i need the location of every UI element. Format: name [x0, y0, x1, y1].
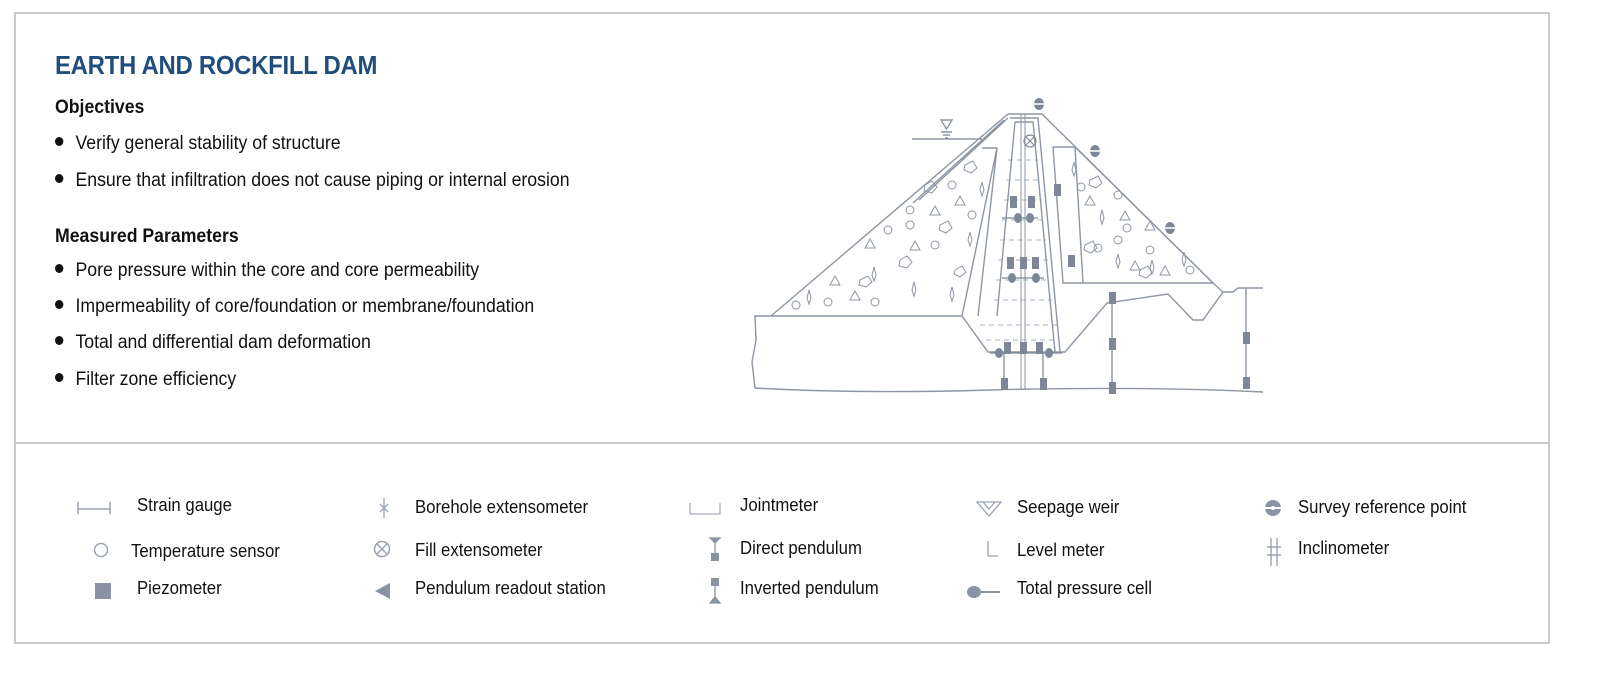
total-pressure-cell-icon [967, 586, 1000, 598]
inclinometer-icon [1267, 538, 1281, 566]
survey-reference-points [1034, 98, 1175, 234]
piezometer-icon [95, 583, 111, 599]
objective-text: Verify general stability of structure [75, 133, 341, 154]
bullet-icon [55, 336, 64, 346]
parameter-text: Pore pressure within the core and core p… [75, 260, 480, 281]
pendulum-readout-station-icon [375, 583, 390, 599]
objective-item: Verify general stability of structure [55, 133, 341, 155]
level-meter-icon [987, 541, 998, 557]
parameter-text: Total and differential dam deformation [75, 332, 371, 353]
parameter-text: Impermeability of core/foundation or mem… [75, 296, 535, 317]
parameters-heading: Measured Parameters [55, 226, 239, 247]
legend-label: Strain gauge [137, 495, 232, 515]
bullet-icon [55, 300, 64, 310]
objective-text: Ensure that infiltration does not cause … [75, 170, 570, 191]
legend-label: Total pressure cell [1017, 578, 1152, 598]
direct-pendulum-icon [708, 537, 722, 561]
strain-gauge-icon [77, 502, 111, 514]
core [996, 117, 1061, 353]
legend-label: Inclinometer [1298, 538, 1390, 558]
legend-label: Temperature sensor [131, 541, 280, 561]
parameter-item: Impermeability of core/foundation or mem… [55, 296, 534, 318]
parameter-item: Pore pressure within the core and core p… [55, 260, 479, 282]
outer-frame [14, 12, 1550, 644]
water-level-icon [939, 119, 954, 139]
seepage-weir-icon [975, 501, 1003, 517]
foundation-cut [771, 287, 1263, 353]
legend-label: Pendulum readout station [415, 578, 606, 598]
legend-label: Seepage weir [1017, 497, 1120, 517]
foundation-outline [751, 315, 1264, 393]
legend-label: Level meter [1017, 540, 1105, 560]
legend-label: Borehole extensometer [415, 497, 589, 517]
section-divider [14, 442, 1550, 444]
bullet-icon [55, 264, 64, 274]
dam-cross-section-diagram [751, 98, 1264, 394]
parameter-item: Filter zone efficiency [55, 369, 236, 391]
bullet-icon [55, 137, 64, 147]
objectives-heading: Objectives [55, 97, 145, 118]
parameter-text: Filter zone efficiency [75, 369, 237, 390]
objective-item: Ensure that infiltration does not cause … [55, 170, 570, 192]
legend-label: Inverted pendulum [740, 578, 879, 598]
legend-label: Jointmeter [740, 495, 819, 515]
parameter-item: Total and differential dam deformation [55, 332, 371, 354]
legend-label: Fill extensometer [415, 540, 543, 560]
jointmeter-icon [689, 503, 721, 515]
inverted-pendulum-icon [708, 578, 722, 604]
legend-label: Piezometer [137, 578, 222, 598]
temperature-sensor-icon [93, 542, 109, 558]
page-title: EARTH AND ROCKFILL DAM [55, 50, 378, 80]
dam-outline [770, 113, 1224, 317]
bullet-icon [55, 373, 64, 383]
legend-label: Survey reference point [1298, 497, 1467, 517]
bullet-icon [55, 174, 64, 184]
borehole-extensometer-icon [379, 498, 389, 518]
legend-label: Direct pendulum [740, 538, 862, 558]
fill-extensometer-icon [373, 540, 391, 558]
survey-reference-point-icon [1265, 500, 1281, 516]
